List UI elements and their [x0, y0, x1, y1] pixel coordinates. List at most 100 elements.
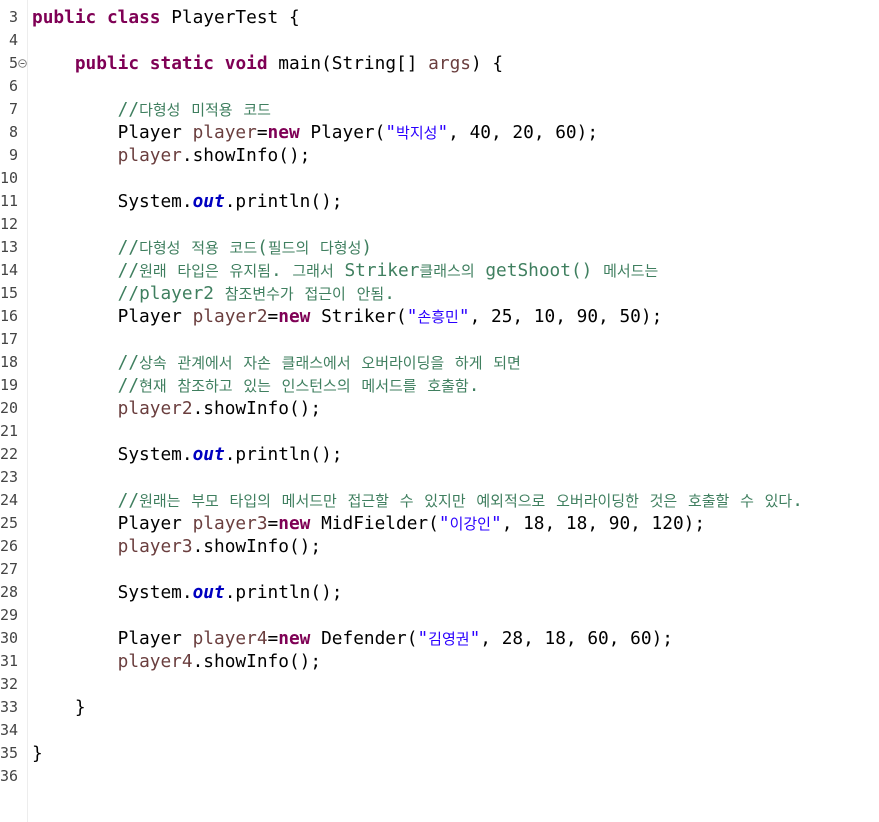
code-line[interactable]: 26 player3.showInfo();: [0, 535, 879, 558]
code-text[interactable]: System.out.println();: [32, 190, 343, 213]
collapse-icon[interactable]: [18, 59, 27, 68]
code-line[interactable]: 33 }: [0, 696, 879, 719]
hangul-text: 수: [399, 492, 414, 510]
line-number: 18: [0, 353, 19, 371]
code-text[interactable]: System.out.println();: [32, 443, 343, 466]
code-line[interactable]: 4: [0, 29, 879, 52]
code-line[interactable]: 32: [0, 673, 879, 696]
code-text[interactable]: }: [32, 696, 86, 719]
code-token: Player: [32, 306, 193, 327]
code-text[interactable]: public static void main(String[] args) {: [32, 52, 503, 75]
line-number: 33: [0, 698, 19, 716]
code-text[interactable]: System.out.println();: [32, 581, 343, 604]
code-token: [32, 145, 118, 166]
code-text[interactable]: //상속 관계에서 자손 클래스에서 오버라이딩을 하게 되면: [32, 351, 521, 375]
code-text[interactable]: Player player4=new Defender("김영권", 28, 1…: [32, 627, 673, 651]
code-line[interactable]: 6: [0, 75, 879, 98]
code-line[interactable]: 18 //상속 관계에서 자손 클래스에서 오버라이딩을 하게 되면: [0, 351, 879, 374]
hangul-text: 필드의: [267, 239, 310, 257]
code-line[interactable]: 11 System.out.println();: [0, 190, 879, 213]
code-line[interactable]: 27: [0, 558, 879, 581]
line-number: 21: [0, 422, 19, 440]
code-line[interactable]: 12: [0, 213, 879, 236]
code-text[interactable]: //현재 참조하고 있는 인스턴스의 메서드를 호출함.: [32, 374, 480, 398]
code-line[interactable]: 19 //현재 참조하고 있는 인스턴스의 메서드를 호출함.: [0, 374, 879, 397]
line-number: 26: [0, 537, 19, 555]
code-line[interactable]: 16 Player player2=new Striker("손흥민", 25,…: [0, 305, 879, 328]
code-line[interactable]: 13 //다형성 적용 코드(필드의 다형성): [0, 236, 879, 259]
hangul-text: 있지만: [424, 492, 466, 510]
code-token: PlayerTest {: [160, 7, 300, 28]
hangul-text: 적용: [191, 239, 219, 257]
code-text[interactable]: }: [32, 742, 43, 765]
code-token: Striker(: [310, 306, 407, 327]
hangul-text: 타입의: [229, 492, 271, 510]
code-token: [32, 352, 118, 373]
code-text[interactable]: Player player=new Player("박지성", 40, 20, …: [32, 121, 598, 145]
code-text[interactable]: //원래 타입은 유지됨. 그래서 Striker클래스의 getShoot()…: [32, 259, 659, 283]
hangul-text: 있는: [243, 377, 271, 395]
code-line[interactable]: 29: [0, 604, 879, 627]
hangul-text: 원래는: [139, 492, 181, 510]
code-line[interactable]: 31 player4.showInfo();: [0, 650, 879, 673]
code-line[interactable]: 15 //player2 참조변수가 접근이 안됨.: [0, 282, 879, 305]
code-line[interactable]: 10: [0, 167, 879, 190]
code-line[interactable]: 25 Player player3=new MidFielder("이강인", …: [0, 512, 879, 535]
line-number-ruler: [0, 0, 28, 822]
code-line[interactable]: 34: [0, 719, 879, 742]
code-line[interactable]: 5 public static void main(String[] args)…: [0, 52, 879, 75]
code-line[interactable]: 14 //원래 타입은 유지됨. 그래서 Striker클래스의 getShoo…: [0, 259, 879, 282]
code-token: =: [267, 513, 279, 534]
code-line[interactable]: 8 Player player=new Player("박지성", 40, 20…: [0, 121, 879, 144]
code-line[interactable]: 17: [0, 328, 879, 351]
code-token: //현재 참조하고 있는 인스턴스의 메서드를 호출함.: [117, 375, 480, 396]
code-text[interactable]: //다형성 적용 코드(필드의 다형성): [32, 236, 372, 260]
code-line[interactable]: 30 Player player4=new Defender("김영권", 28…: [0, 627, 879, 650]
code-line[interactable]: 22 System.out.println();: [0, 443, 879, 466]
code-token: }: [32, 743, 43, 764]
code-text[interactable]: player3.showInfo();: [32, 535, 321, 558]
code-line[interactable]: 20 player2.showInfo();: [0, 397, 879, 420]
code-line[interactable]: 21: [0, 420, 879, 443]
code-line[interactable]: 36: [0, 765, 879, 788]
code-text[interactable]: player2.showInfo();: [32, 397, 321, 420]
code-token: ) {: [470, 53, 504, 74]
code-token: new: [267, 122, 300, 143]
line-number: 20: [0, 399, 19, 417]
line-number: 7: [8, 100, 18, 118]
code-text[interactable]: Player player2=new Striker("손흥민", 25, 10…: [32, 305, 663, 329]
code-token: main(String[]: [267, 53, 429, 74]
code-text[interactable]: public class PlayerTest {: [32, 6, 300, 29]
hangul-text: 메서드만: [281, 492, 337, 510]
code-line[interactable]: 35}: [0, 742, 879, 765]
code-text[interactable]: player.showInfo();: [32, 144, 311, 167]
code-token: .showInfo();: [192, 398, 322, 419]
code-token: Player: [32, 122, 193, 143]
code-line[interactable]: 28 System.out.println();: [0, 581, 879, 604]
code-text[interactable]: //원래는 부모 타입의 메서드만 접근할 수 있지만 예외적으로 오버라이딩한…: [32, 489, 803, 513]
code-line[interactable]: 7 //다형성 미적용 코드: [0, 98, 879, 121]
line-number: 24: [0, 491, 19, 509]
hangul-text: 안됨: [356, 285, 385, 303]
code-line[interactable]: 9 player.showInfo();: [0, 144, 879, 167]
code-token: player: [117, 145, 182, 166]
code-line[interactable]: 24 //원래는 부모 타입의 메서드만 접근할 수 있지만 예외적으로 오버라…: [0, 489, 879, 512]
hangul-text: 접근할: [347, 492, 389, 510]
hangul-text: 그래서: [292, 262, 334, 280]
hangul-text: 호출함: [427, 377, 469, 395]
code-text[interactable]: Player player3=new MidFielder("이강인", 18,…: [32, 512, 705, 536]
line-number: 31: [0, 652, 19, 670]
code-text[interactable]: player4.showInfo();: [32, 650, 321, 673]
code-text[interactable]: //다형성 미적용 코드: [32, 98, 271, 122]
code-token: Player(: [299, 122, 386, 143]
code-token: class: [106, 7, 161, 28]
code-line[interactable]: 23: [0, 466, 879, 489]
code-token: [96, 7, 107, 28]
code-token: public: [32, 7, 97, 28]
code-token: , 28, 18, 60, 60);: [480, 628, 673, 649]
code-text[interactable]: //player2 참조변수가 접근이 안됨.: [32, 282, 395, 306]
hangul-text: 되면: [493, 354, 521, 372]
